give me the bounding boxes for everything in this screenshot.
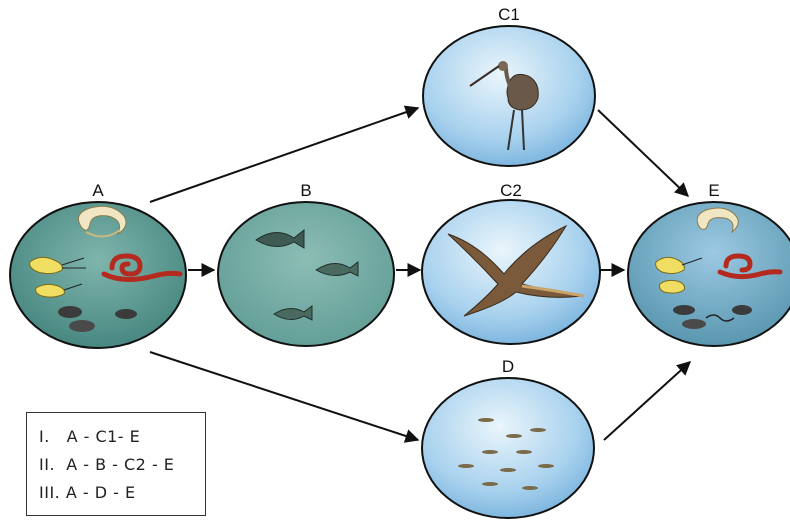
- food-chain-legend: I. A - C1- E II. A - B - C2 - E III. A -…: [26, 412, 206, 516]
- node-b-label: B: [300, 181, 311, 200]
- node-c1: [423, 26, 595, 166]
- node-d: [422, 378, 594, 518]
- node-c2: [422, 200, 600, 344]
- node-d-label: D: [502, 357, 514, 376]
- node-e-label: E: [708, 181, 719, 200]
- arrow-d-to-e: [604, 362, 690, 440]
- legend-chain-1: I. A - C1- E: [39, 427, 140, 446]
- node-b-circle: [218, 202, 394, 346]
- arrow-c1-to-e: [598, 110, 688, 196]
- node-c2-label: C2: [500, 181, 522, 200]
- legend-chain-3: III. A - D - E: [39, 483, 136, 502]
- node-c1-label: C1: [498, 5, 520, 24]
- node-e: [628, 202, 790, 346]
- legend-chain-2: II. A - B - C2 - E: [39, 455, 174, 474]
- node-b: [218, 202, 394, 346]
- node-a-label: A: [92, 181, 104, 200]
- node-d-circle: [422, 378, 594, 518]
- arrow-a-to-c1: [150, 108, 418, 202]
- node-a: [10, 202, 186, 348]
